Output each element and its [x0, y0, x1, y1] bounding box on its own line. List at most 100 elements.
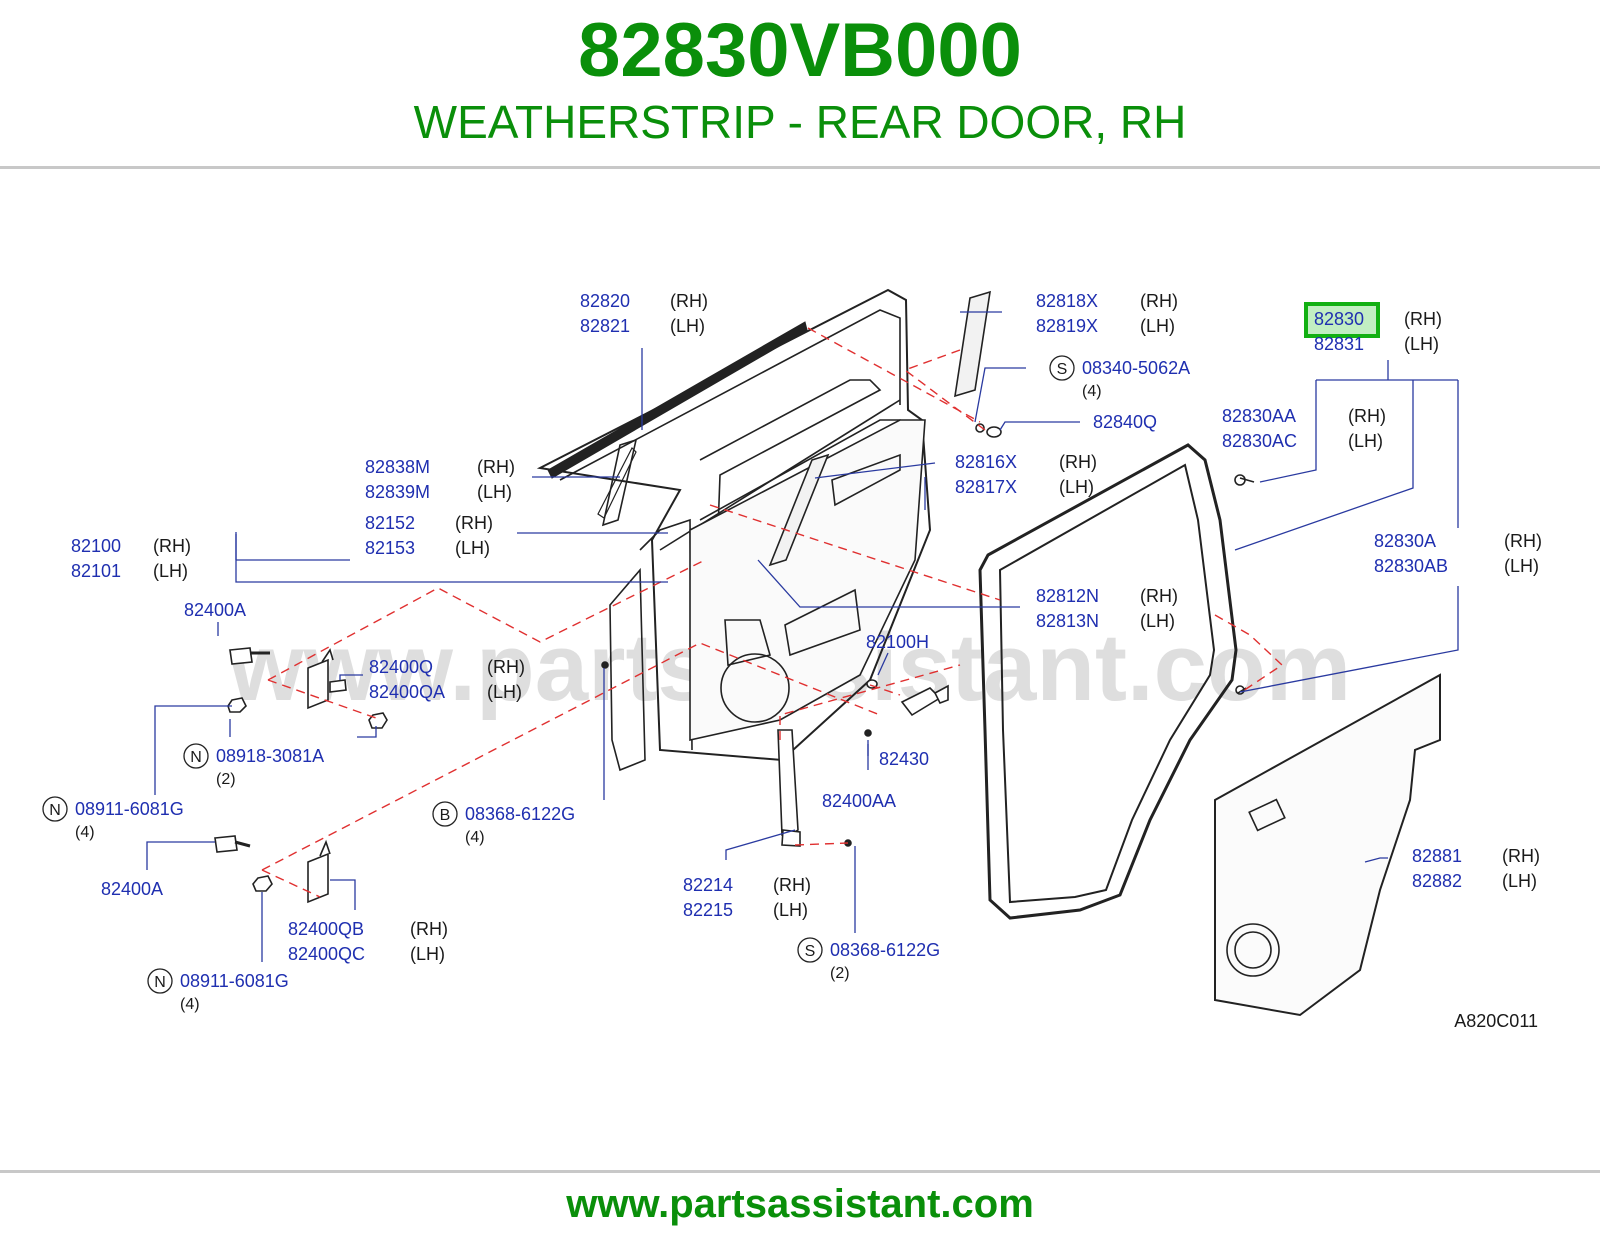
part-number-link[interactable]: 82838M	[365, 457, 430, 477]
part-number-link[interactable]: 08918-3081A	[216, 746, 324, 766]
part-number-link[interactable]: 08340-5062A	[1082, 358, 1190, 378]
part-number-link[interactable]: 82813N	[1036, 611, 1099, 631]
callout-c17: 82430	[879, 749, 929, 769]
fastener-type-letter: B	[440, 807, 451, 824]
part-number-link[interactable]: 82100	[71, 536, 121, 556]
fastener-type-letter: S	[1057, 361, 1068, 378]
callout-c4: S 08340-5062A (4)	[1049, 355, 1190, 400]
part-number-link[interactable]: 08911-6081G	[75, 799, 184, 819]
fastener-type-badge	[432, 801, 458, 827]
part-number-link[interactable]: 82820	[580, 291, 630, 311]
side-indicator: (LH)	[1504, 556, 1539, 576]
quantity-label: (4)	[75, 824, 95, 841]
side-indicator: (LH)	[153, 561, 188, 581]
side-indicator: (LH)	[1059, 477, 1094, 497]
part-number-link[interactable]: 82881	[1412, 846, 1462, 866]
quantity-label: (4)	[1082, 383, 1102, 400]
fastener-type-letter: N	[49, 802, 61, 819]
side-indicator: (RH)	[773, 875, 811, 895]
fastener-type-badge	[42, 796, 68, 822]
quantity-label: (4)	[180, 996, 200, 1013]
dashed-guide-lines	[261, 327, 1284, 898]
part-description: WEATHERSTRIP - REAR DOOR, RH	[413, 96, 1187, 148]
part-number-link[interactable]: 82400QC	[288, 944, 365, 964]
part-number-link[interactable]: 82400A	[101, 879, 163, 899]
part-number-link[interactable]: 82812N	[1036, 586, 1099, 606]
callout-c13: 82400A	[184, 600, 246, 620]
part-number-link[interactable]: 82400QB	[288, 919, 364, 939]
part-number-link[interactable]: 82400AA	[822, 791, 896, 811]
part-number-link[interactable]: 82215	[683, 900, 733, 920]
callout-labels: 82820(RH)82821(LH)82818X(RH)82819X(LH)82…	[42, 291, 1542, 1013]
part-number-link[interactable]: 82400QA	[369, 682, 445, 702]
side-indicator: (LH)	[1140, 611, 1175, 631]
part-number-link[interactable]: 82839M	[365, 482, 430, 502]
callout-c1: 82820(RH)82821(LH)	[580, 291, 708, 336]
side-indicator: (LH)	[1140, 316, 1175, 336]
header-divider	[0, 166, 1600, 169]
part-number-link[interactable]: 82152	[365, 513, 415, 533]
callout-c23: 82214(RH)82215(LH)	[683, 875, 811, 920]
part-number-link[interactable]: 82214	[683, 875, 733, 895]
callout-c21: 82881(RH)82882(LH)	[1412, 846, 1540, 891]
fastener-type-badge	[183, 743, 209, 769]
callout-c6: 82830AA(RH)82830AC(LH)	[1222, 406, 1386, 451]
callout-c26: N 08911-6081G (4)	[147, 968, 289, 1013]
callout-c9: 82152(RH)82153(LH)	[365, 513, 493, 558]
quantity-label: (2)	[216, 771, 236, 788]
diagram-code: A820C011	[1454, 1011, 1538, 1031]
part-number-link[interactable]: 82430	[879, 749, 929, 769]
part-number-link[interactable]: 82830AC	[1222, 431, 1297, 451]
part-number-link[interactable]: 08368-6122G	[465, 804, 575, 824]
side-indicator: (RH)	[1348, 406, 1386, 426]
side-indicator: (RH)	[1502, 846, 1540, 866]
side-indicator: (RH)	[1059, 452, 1097, 472]
callout-c7: 82838M (RH) 82839M (LH)	[365, 457, 515, 502]
part-number-title: 82830VB000	[578, 8, 1022, 93]
callout-c25: S 08368-6122G (2)	[797, 937, 940, 982]
footer-divider	[0, 1170, 1600, 1173]
side-indicator: (RH)	[1140, 586, 1178, 606]
fastener-type-letter: S	[805, 943, 816, 960]
part-number-link[interactable]: 08911-6081G	[180, 971, 289, 991]
highlighted-part-frame	[1304, 302, 1380, 338]
part-number-link[interactable]: 82819X	[1036, 316, 1098, 336]
part-number-link[interactable]: 82400A	[184, 600, 246, 620]
part-number-link[interactable]: 82818X	[1036, 291, 1098, 311]
part-number-link[interactable]: 82831	[1314, 334, 1364, 354]
side-indicator: (RH)	[477, 457, 515, 477]
page-header: 82830VB000 WEATHERSTRIP - REAR DOOR, RH	[0, 0, 1600, 170]
part-number-link[interactable]: 82840Q	[1093, 412, 1157, 432]
callout-c20: 82400AA	[822, 791, 896, 811]
part-number-link[interactable]: 82101	[71, 561, 121, 581]
part-number-link[interactable]: 82882	[1412, 871, 1462, 891]
part-number-link[interactable]: 82830A	[1374, 531, 1436, 551]
fastener-type-badge	[147, 968, 173, 994]
part-number-link[interactable]: 82830AA	[1222, 406, 1296, 426]
quantity-label: (2)	[830, 965, 850, 982]
callout-c3: 82830(RH)82831(LH)	[1314, 309, 1442, 354]
side-indicator: (RH)	[1504, 531, 1542, 551]
fastener-type-badge	[1049, 355, 1075, 381]
part-number-link[interactable]: 82821	[580, 316, 630, 336]
part-number-link[interactable]: 82830AB	[1374, 556, 1448, 576]
part-number-link[interactable]: 08368-6122G	[830, 940, 940, 960]
side-indicator: (LH)	[410, 944, 445, 964]
callout-c14: 82100H	[866, 632, 929, 652]
parts-diagram: www.partsassistant.com	[0, 270, 1600, 1070]
callout-c5: 82840Q	[1093, 412, 1157, 432]
part-number-link[interactable]: 82830	[1314, 309, 1364, 329]
side-indicator: (RH)	[455, 513, 493, 533]
side-indicator: (RH)	[153, 536, 191, 556]
part-number-link[interactable]: 82817X	[955, 477, 1017, 497]
part-number-link[interactable]: 82153	[365, 538, 415, 558]
side-indicator: (RH)	[1140, 291, 1178, 311]
footer-website-link[interactable]: www.partsassistant.com	[566, 1182, 1034, 1226]
side-indicator: (LH)	[477, 482, 512, 502]
part-number-link[interactable]: 82100H	[866, 632, 929, 652]
part-number-link[interactable]: 82400Q	[369, 657, 433, 677]
part-number-link[interactable]: 82816X	[955, 452, 1017, 472]
side-indicator: (RH)	[487, 657, 525, 677]
fastener-type-letter: N	[154, 974, 166, 991]
